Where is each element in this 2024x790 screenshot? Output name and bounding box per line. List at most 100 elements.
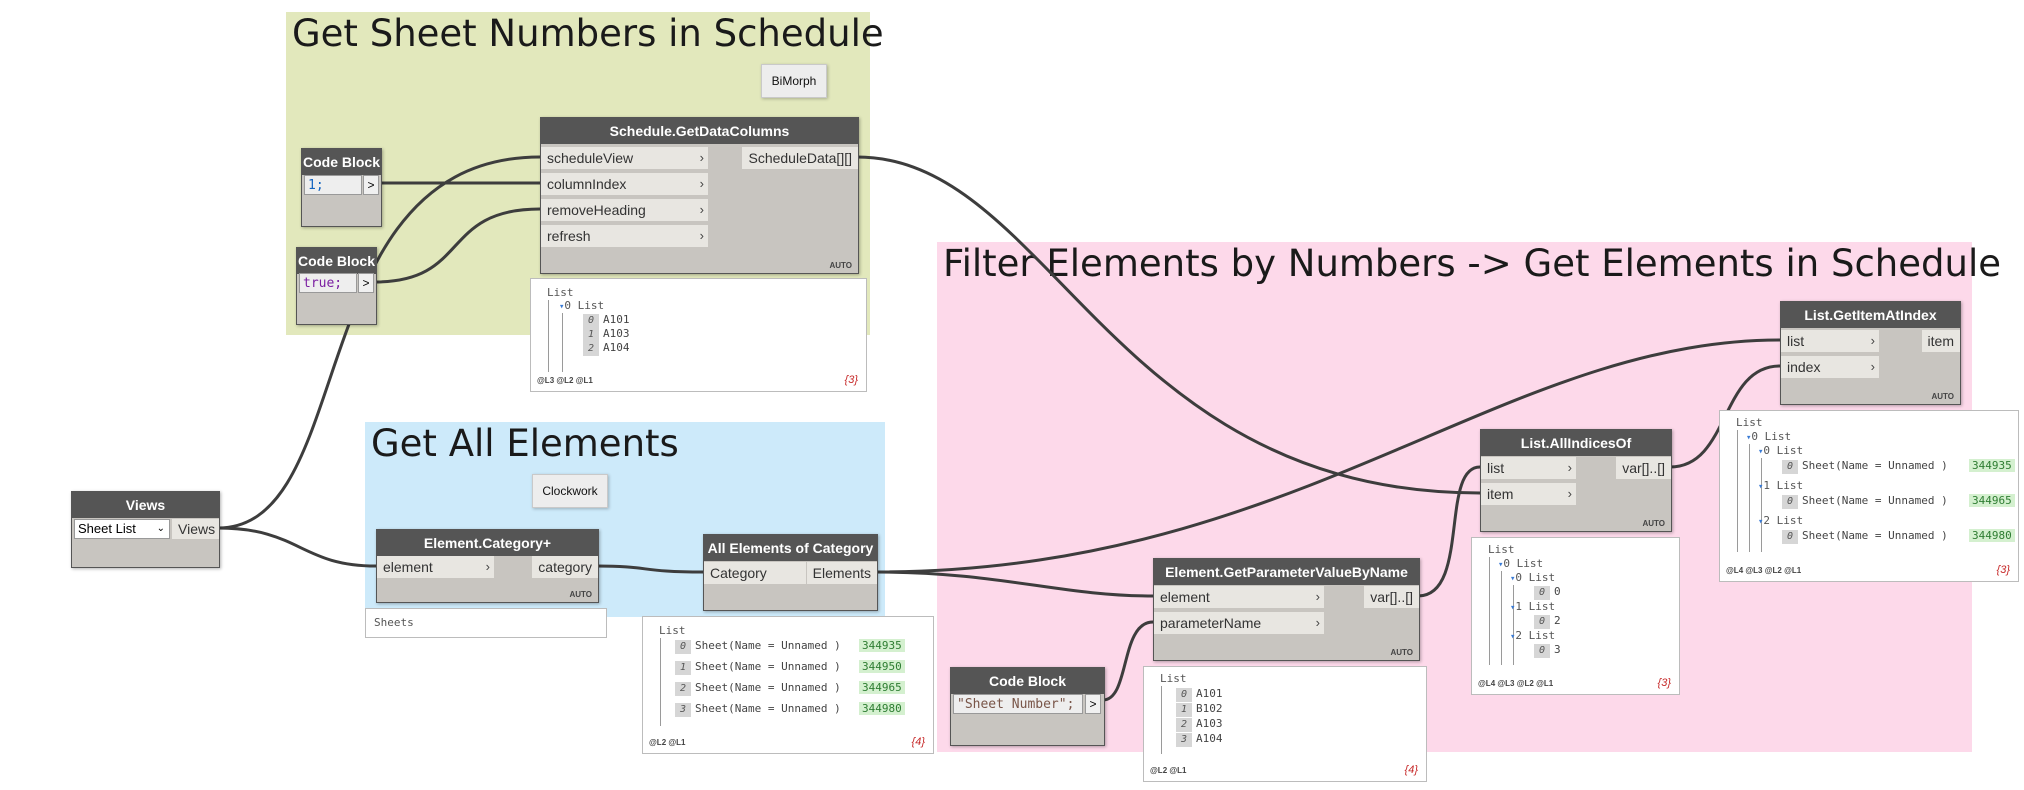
output-port[interactable]: > — [358, 273, 374, 293]
output-port[interactable]: > — [363, 175, 379, 195]
level-indicator: @L3 @L2 @L1 — [537, 376, 593, 385]
element-id-badge[interactable]: 344935 — [1969, 459, 2015, 473]
all-elements-of-category-node[interactable]: All Elements of Category Category Elemen… — [703, 534, 878, 611]
output-port[interactable]: > — [1085, 694, 1101, 714]
element-id-badge[interactable]: 344980 — [859, 702, 905, 716]
code-input[interactable]: "Sheet Number"; — [953, 694, 1083, 714]
input-port-parametername[interactable]: parameterName› — [1154, 612, 1324, 634]
chevron-right-icon: › — [1567, 460, 1572, 475]
port-label: columnIndex — [547, 176, 627, 192]
element-id-badge[interactable]: 344965 — [859, 681, 905, 695]
code-block-node-true[interactable]: Code Block true; > — [296, 247, 377, 325]
input-port-index[interactable]: index› — [1781, 356, 1879, 378]
node-header: Element.Category+ — [377, 530, 598, 556]
chevron-right-icon: › — [485, 559, 490, 574]
list-allindicesof-node[interactable]: List.AllIndicesOf list› item› var[]..[] … — [1480, 429, 1672, 532]
output-port-item[interactable]: item — [1921, 330, 1960, 352]
item-count: {3} — [1996, 564, 2010, 576]
port-label: item — [1487, 486, 1514, 502]
node-header: Code Block — [302, 149, 381, 175]
preview-sublist: ▾0 List — [1510, 571, 1556, 584]
element-id-badge[interactable]: 344935 — [859, 639, 905, 653]
element-category-node[interactable]: Element.Category+ element› category AUTO — [376, 529, 599, 603]
expand-icon: ▾ — [1758, 447, 1764, 457]
note-bimorph[interactable]: BiMorph — [761, 64, 827, 98]
node-header: Code Block — [951, 668, 1104, 694]
code-block-node-sheet-number[interactable]: Code Block "Sheet Number"; > — [950, 667, 1105, 746]
element-id-badge[interactable]: 344980 — [1969, 529, 2015, 543]
output-port-var[interactable]: var[]..[] — [1364, 586, 1419, 608]
code-block-node-1[interactable]: Code Block 1; > — [301, 148, 382, 227]
input-port-removeheading[interactable]: removeHeading › — [541, 199, 708, 221]
group-title: Get All Elements — [371, 422, 679, 465]
preview-sublist: ▾2 List — [1758, 514, 1804, 527]
code-input[interactable]: 1; — [304, 175, 362, 195]
chevron-right-icon: › — [1315, 589, 1320, 604]
element-id-badge[interactable]: 344965 — [1969, 494, 2015, 508]
preview-sublist: ▾2 List — [1510, 629, 1556, 642]
output-port-views[interactable]: Views — [172, 519, 219, 539]
tree-line — [1501, 571, 1502, 665]
lacing-auto-label: AUTO — [1931, 392, 1954, 401]
preview-sublist: ▾1 List — [1758, 479, 1804, 492]
chevron-right-icon: › — [1315, 615, 1320, 630]
expand-icon: ▾ — [1758, 517, 1764, 527]
tree-line — [660, 638, 661, 726]
output-port-elements[interactable]: Elements — [806, 562, 877, 584]
tree-line — [1489, 557, 1490, 665]
expand-icon: ▾ — [1510, 574, 1516, 584]
node-header: List.GetItemAtIndex — [1781, 302, 1960, 328]
level-indicator: @L2 @L1 — [1150, 766, 1187, 775]
input-port-item[interactable]: item› — [1481, 483, 1576, 505]
node-header: Element.GetParameterValueByName — [1154, 559, 1419, 585]
node-header: Code Block — [297, 248, 376, 274]
list-getitematindex-node[interactable]: List.GetItemAtIndex list› index› item AU… — [1780, 301, 1961, 405]
wire-views-element — [217, 526, 377, 568]
expand-icon: ▾ — [559, 302, 565, 312]
input-port-element[interactable]: element› — [1154, 586, 1324, 608]
sheet-list-dropdown[interactable]: Sheet List⌄ — [74, 519, 170, 539]
port-label: list — [1787, 333, 1805, 349]
node-header: Schedule.GetDataColumns — [541, 118, 858, 144]
input-port-category[interactable]: Category — [704, 562, 806, 584]
category-preview: Sheets — [365, 608, 607, 638]
preview-root: List — [1488, 543, 1515, 556]
get-parameter-value-node[interactable]: Element.GetParameterValueByName element›… — [1153, 558, 1420, 661]
input-port-element[interactable]: element› — [377, 556, 494, 578]
schedule-getdatacolumns-node[interactable]: Schedule.GetDataColumns scheduleView› co… — [540, 117, 859, 274]
output-port-var[interactable]: var[]..[] — [1616, 457, 1671, 479]
node-header: All Elements of Category — [704, 535, 877, 561]
note-clockwork[interactable]: Clockwork — [532, 474, 608, 508]
views-node[interactable]: Views Sheet List⌄ Views — [71, 491, 220, 568]
port-label: refresh — [547, 228, 591, 244]
input-port-list[interactable]: list› — [1481, 457, 1576, 479]
input-port-columnindex[interactable]: columnIndex › — [541, 173, 708, 195]
element-id-badge[interactable]: 344950 — [859, 660, 905, 674]
preview-sublist: ▾0 List — [1746, 430, 1792, 443]
chevron-right-icon: › — [699, 176, 704, 191]
input-port-scheduleview[interactable]: scheduleView› — [541, 147, 708, 169]
expand-icon: ▾ — [1510, 632, 1516, 642]
node-header: Views — [72, 492, 219, 518]
item-count: {4} — [1404, 764, 1418, 776]
code-input[interactable]: true; — [299, 273, 357, 293]
output-port-category[interactable]: category — [532, 556, 598, 578]
output-port-scheduledata[interactable]: ScheduleData[][] — [742, 147, 858, 169]
port-label: removeHeading — [547, 202, 646, 218]
lacing-auto-label: AUTO — [1642, 519, 1665, 528]
chevron-right-icon: › — [699, 202, 704, 217]
input-port-list[interactable]: list› — [1781, 330, 1879, 352]
input-port-refresh[interactable]: refresh› — [541, 225, 708, 247]
lacing-auto-label: AUTO — [569, 590, 592, 599]
preview-root: List — [1736, 416, 1763, 429]
